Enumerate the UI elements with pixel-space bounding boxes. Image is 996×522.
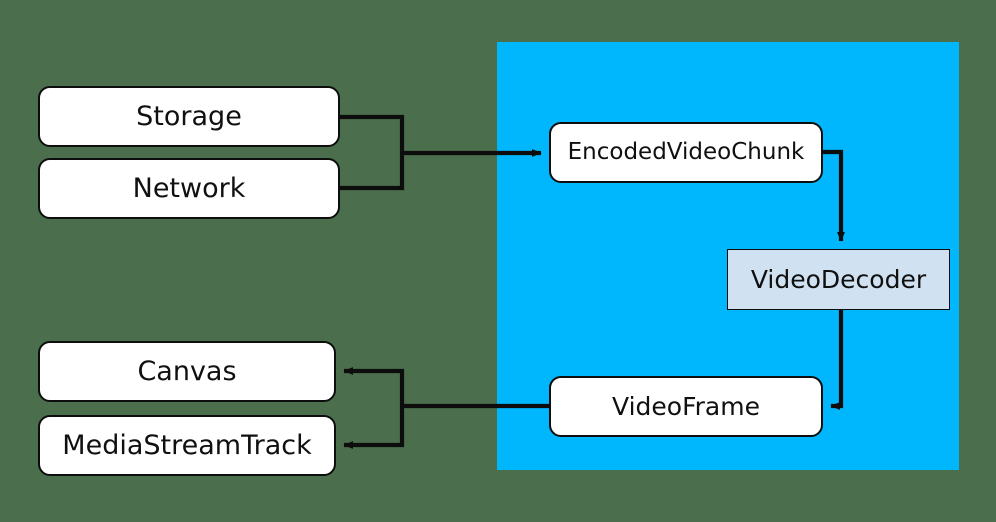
node-mediastreamtrack[interactable]: MediaStreamTrack <box>38 415 336 476</box>
node-storage[interactable]: Storage <box>38 86 340 147</box>
node-canvas[interactable]: Canvas <box>38 341 336 402</box>
node-storage-label: Storage <box>136 101 242 132</box>
node-canvas-label: Canvas <box>137 356 237 387</box>
node-videoframe-label: VideoFrame <box>612 392 760 421</box>
node-network-label: Network <box>132 173 246 204</box>
node-network[interactable]: Network <box>38 158 340 219</box>
node-videodecoder[interactable]: VideoDecoder <box>727 249 950 310</box>
node-encodedvideochunk-label: EncodedVideoChunk <box>567 139 805 165</box>
node-encodedvideochunk[interactable]: EncodedVideoChunk <box>549 122 823 183</box>
node-videodecoder-label: VideoDecoder <box>750 265 927 294</box>
node-videoframe[interactable]: VideoFrame <box>549 376 823 437</box>
node-mediastreamtrack-label: MediaStreamTrack <box>62 430 312 461</box>
